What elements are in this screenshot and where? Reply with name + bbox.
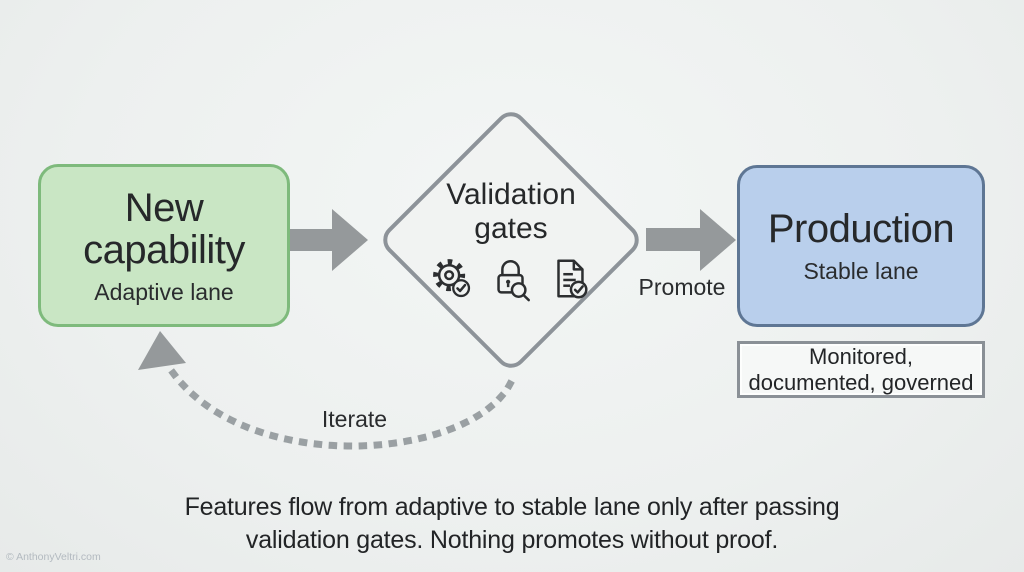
iterate-arrowhead [138, 331, 186, 370]
promote-label: Promote [638, 274, 726, 300]
adaptive-title-line1: New [124, 185, 204, 230]
adaptive-title-line2: capability [83, 227, 245, 272]
lock-search-icon [497, 260, 530, 302]
governance-line1: Monitored, [809, 343, 913, 369]
arrow-gates-to-production [646, 209, 736, 271]
gates-title-line2: gates [474, 212, 548, 245]
gates-icon-row [429, 255, 593, 303]
governance-note: Monitored, documented, governed [737, 341, 985, 398]
production-subtitle: Stable lane [803, 258, 919, 284]
adaptive-subtitle: Adaptive lane [94, 278, 234, 305]
validation-gates-node: Validation gates [401, 178, 621, 303]
caption-line1: Features flow from adaptive to stable la… [184, 493, 840, 521]
gear-check-icon [433, 259, 471, 298]
arrow-adaptive-to-gates [289, 209, 368, 271]
gates-title-line1: Validation [446, 178, 576, 211]
caption-line2: validation gates. Nothing promotes witho… [245, 526, 779, 554]
watermark: © AnthonyVeltri.com [6, 551, 101, 563]
governance-line2: documented, governed [748, 369, 974, 395]
production-title: Production [767, 207, 955, 251]
production-node: Production Stable lane [737, 165, 985, 327]
caption: Features flow from adaptive to stable la… [0, 491, 1024, 557]
adaptive-lane-node: New capability Adaptive lane [38, 164, 290, 327]
iterate-arc [162, 359, 515, 450]
iterate-label: Iterate [321, 406, 388, 432]
document-check-icon [557, 259, 588, 299]
